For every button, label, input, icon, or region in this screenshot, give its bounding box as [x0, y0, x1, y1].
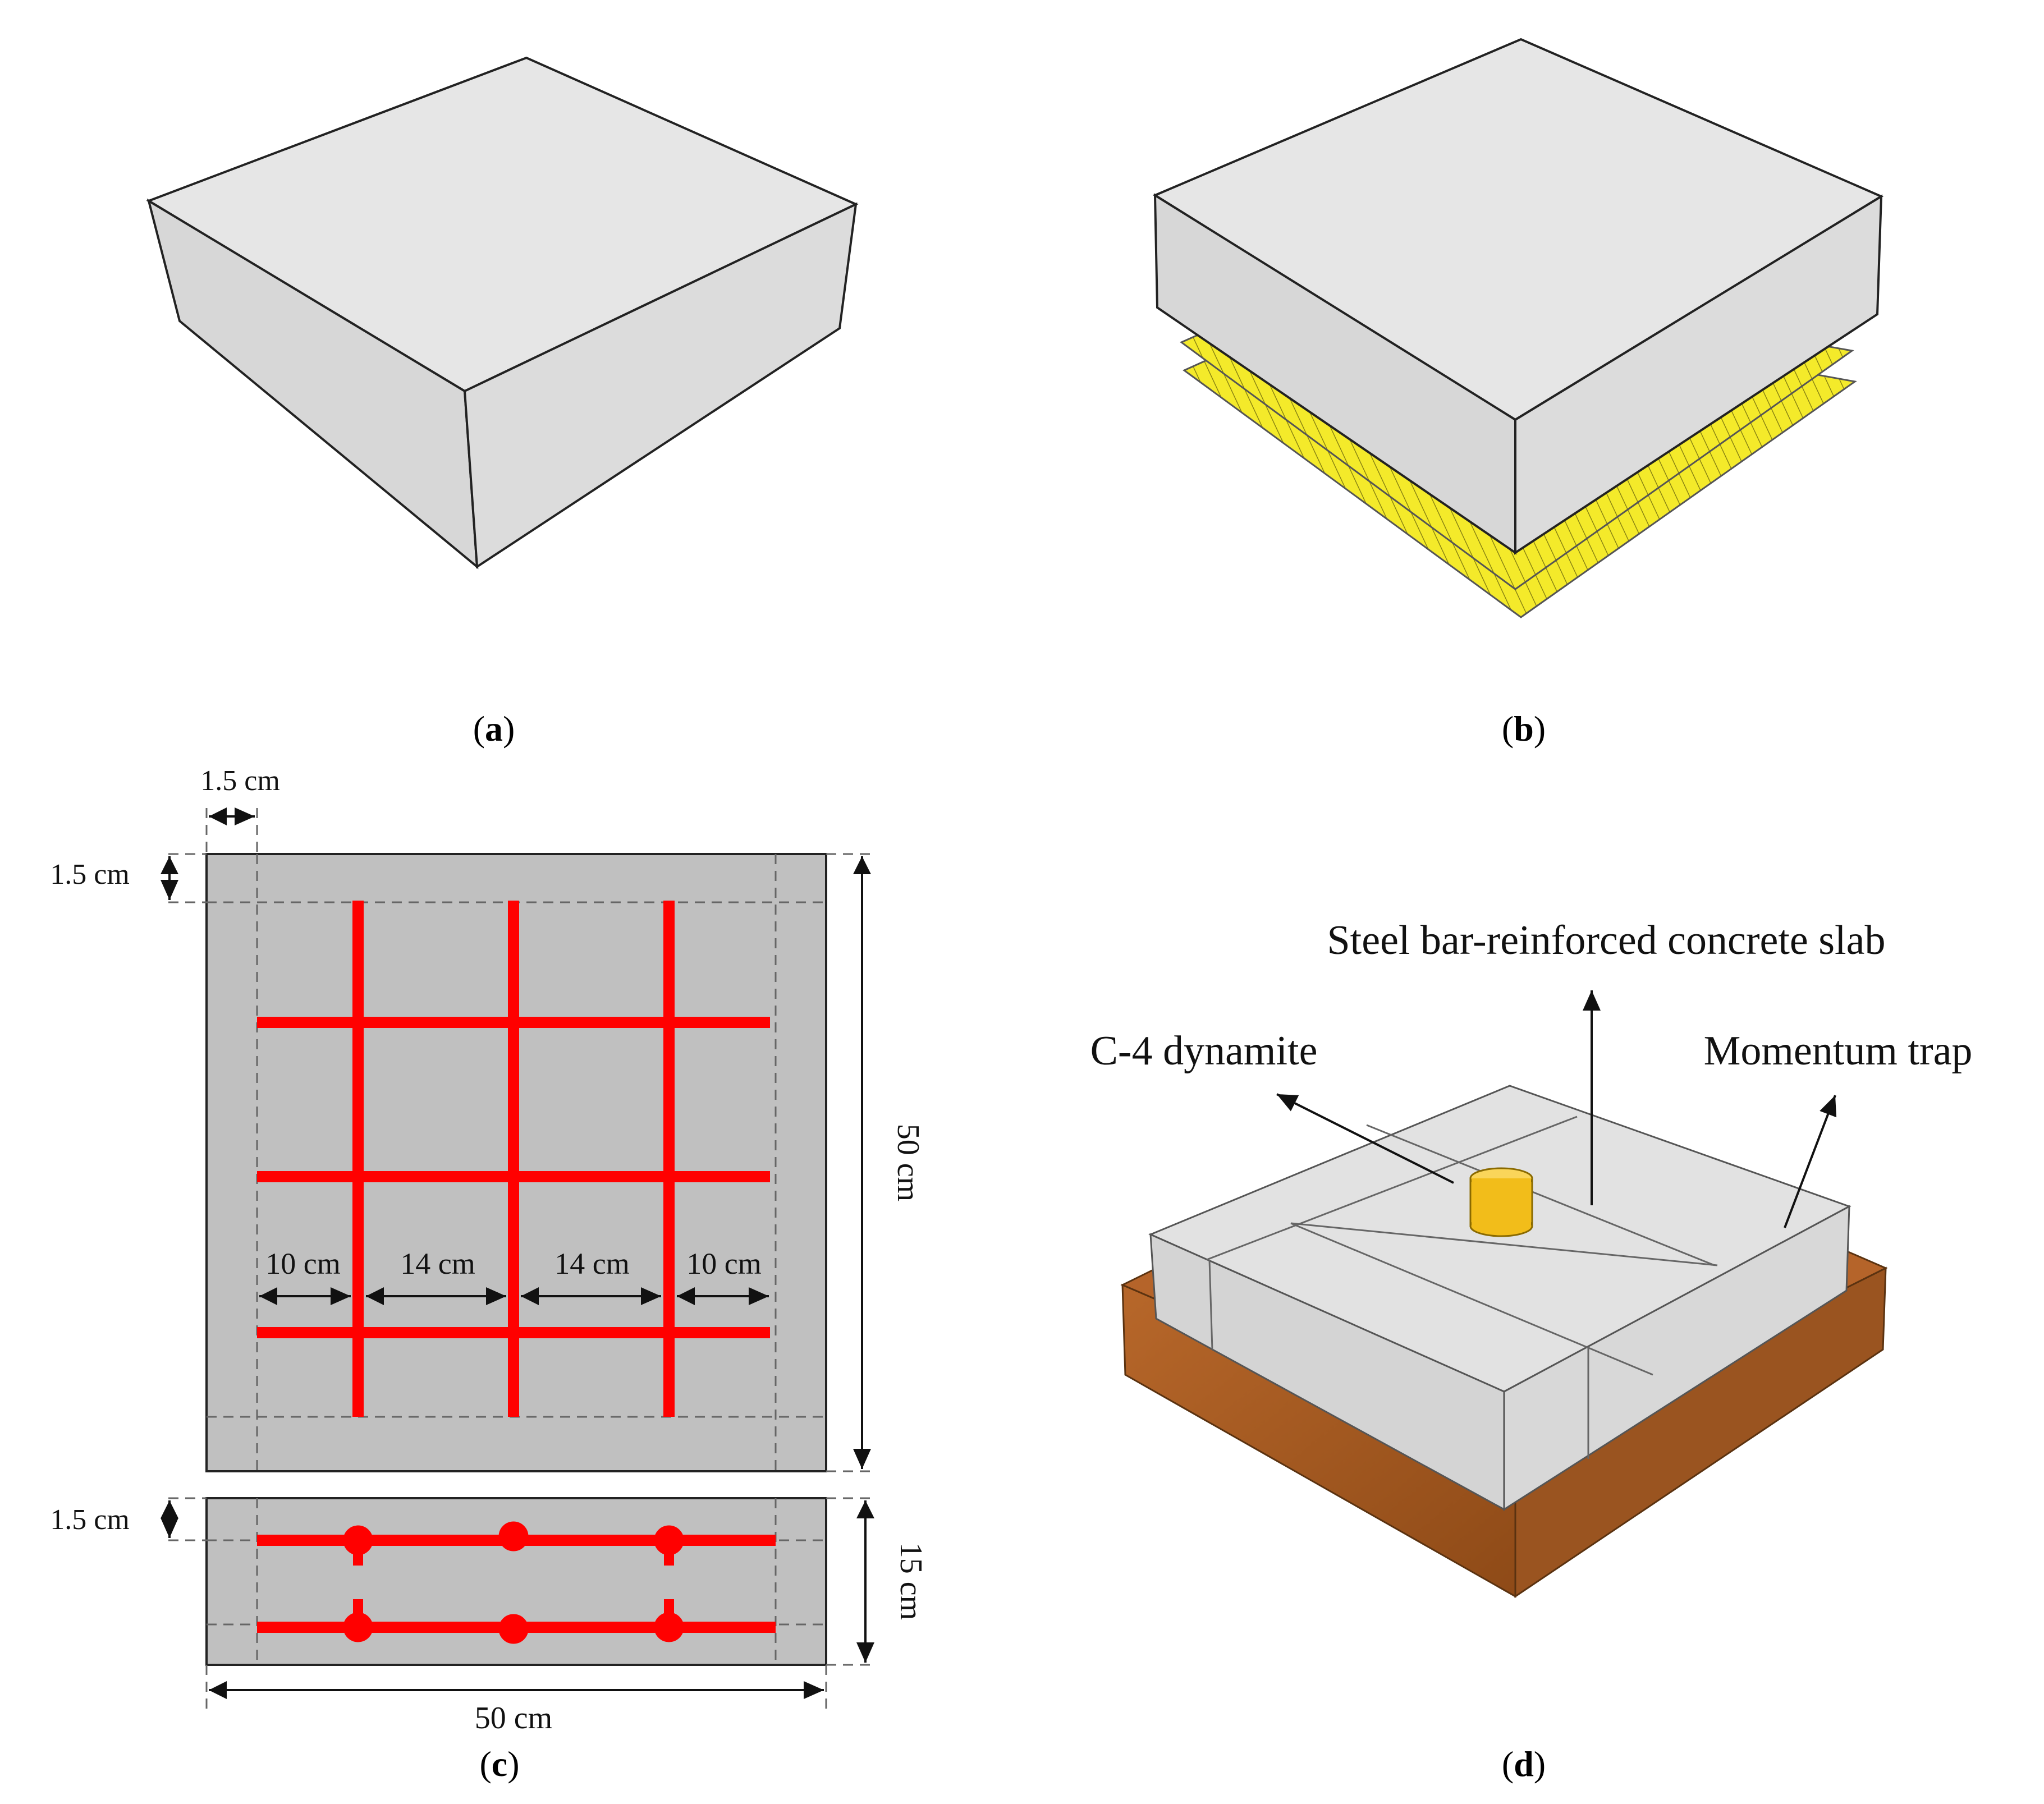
panel-b: (b)	[1152, 38, 1884, 749]
dim-spacing-1-label: 10 cm	[265, 1247, 340, 1280]
dim-spacing-3-label: 14 cm	[554, 1247, 629, 1280]
dim-section-height-label: 15 cm	[893, 1543, 928, 1620]
dim-spacing-2-label: 14 cm	[400, 1247, 475, 1280]
c4-charge	[1469, 1167, 1533, 1237]
caption-a: (a)	[473, 709, 515, 749]
caption-b: (b)	[1502, 709, 1546, 749]
section-rebars	[257, 1521, 776, 1644]
dim-cover-top-label: 1.5 cm	[50, 859, 130, 890]
dim-width-label: 50 cm	[475, 1701, 552, 1736]
panel-d: Steel bar-reinforced concrete slab C-4 d…	[1090, 917, 1973, 1784]
label-trap: Momentum trap	[1704, 1028, 1973, 1074]
leader-dynamite	[1276, 1093, 1454, 1184]
dim-spacing-4-label: 10 cm	[686, 1247, 761, 1280]
label-dynamite: C-4 dynamite	[1090, 1028, 1318, 1074]
caption-c: (c)	[479, 1744, 519, 1784]
slab-a-right-face	[463, 202, 858, 569]
leader-trap	[1784, 1095, 1837, 1228]
dim-cover-left-label: 1.5 cm	[200, 765, 280, 797]
caption-d: (d)	[1502, 1744, 1546, 1784]
label-slab: Steel bar-reinforced concrete slab	[1327, 917, 1886, 963]
dim-section-cover-label: 1.5 cm	[50, 1504, 130, 1536]
momentum-trap-seams	[1206, 1116, 1718, 1459]
slab-d-right-face	[1503, 1205, 1850, 1511]
dim-plan-height-label: 50 cm	[891, 1124, 925, 1201]
panel-a: (a)	[146, 56, 859, 749]
slab-b-right-face	[1514, 194, 1883, 555]
panel-c: 1.5 cm 1.5 cm 10 cm 14 cm 14 cm 10 cm 50…	[50, 765, 928, 1784]
rebar-grid	[257, 901, 770, 1417]
